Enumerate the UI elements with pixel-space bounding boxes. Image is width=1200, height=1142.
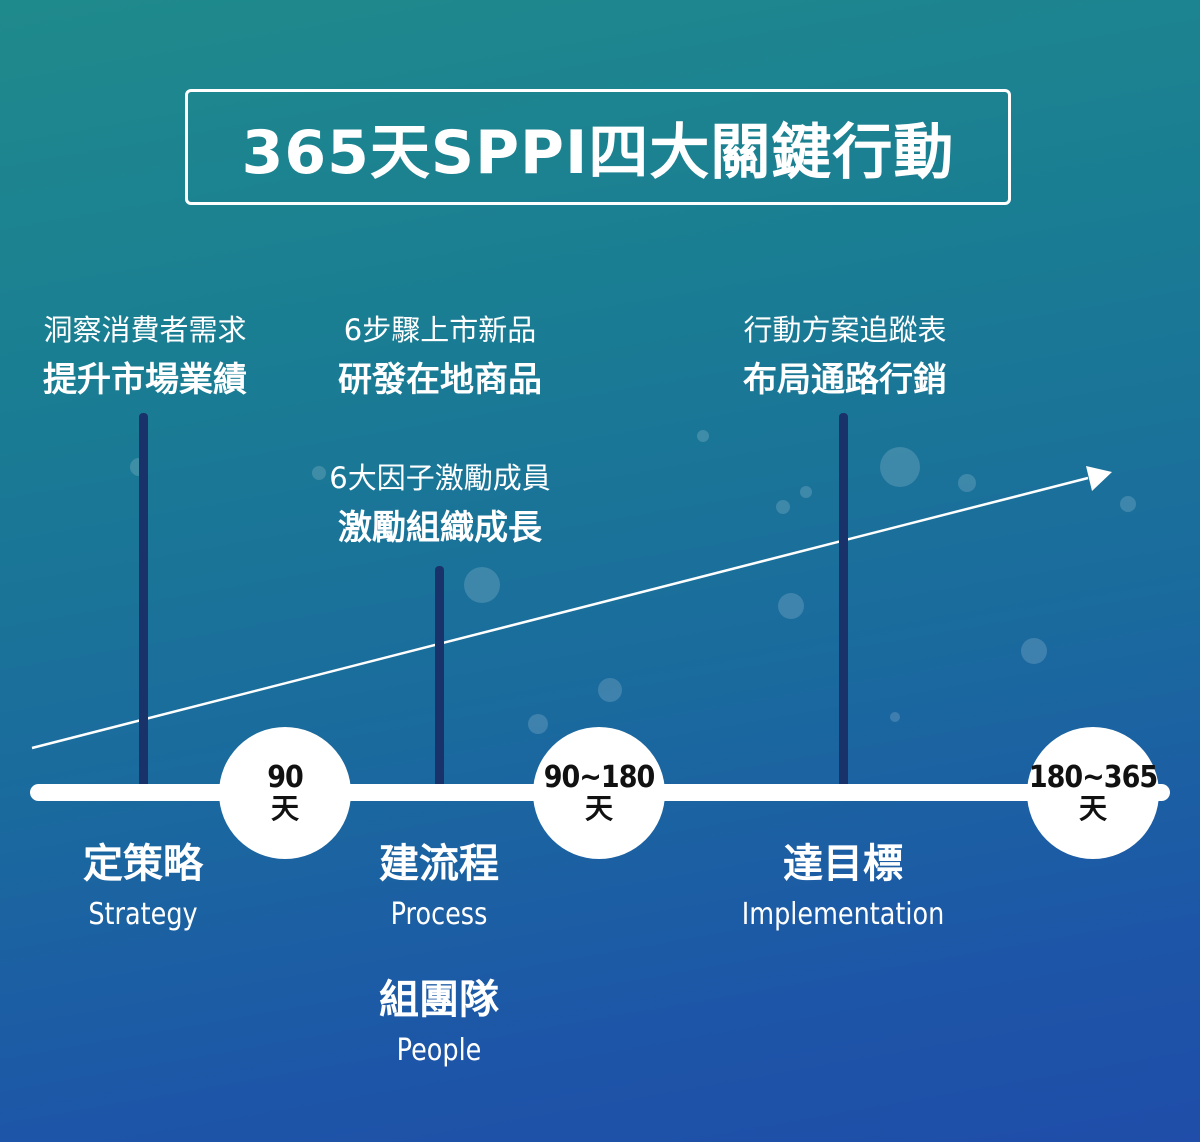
growth-arrow-head xyxy=(1086,466,1112,491)
decor-bubble xyxy=(800,486,812,498)
milestone-unit: 天 xyxy=(270,792,299,825)
page-title: 365天SPPI四大關鍵行動 xyxy=(241,117,955,188)
action-label: 行動方案追蹤表 布局通路行銷 xyxy=(695,308,995,408)
action-main: 激勵組織成長 xyxy=(338,508,542,548)
phase-en: Process xyxy=(390,897,488,932)
action-sub: 6步驟上市新品 xyxy=(343,313,537,347)
action-sub: 6大因子激勵成員 xyxy=(329,461,551,495)
decor-bubble xyxy=(598,678,622,702)
phase-label: 建流程 Process xyxy=(289,838,589,940)
milestone-range: 90~180 xyxy=(543,760,656,795)
phase-zh: 組團隊 xyxy=(379,977,499,1023)
decor-bubble xyxy=(528,714,548,734)
phase-label: 組團隊 People xyxy=(289,974,589,1076)
decor-bubble xyxy=(312,466,326,480)
decor-bubble xyxy=(1120,496,1136,512)
phase-zh: 建流程 xyxy=(379,841,499,887)
decor-bubble xyxy=(880,447,920,487)
growth-arrow-line xyxy=(31,476,1089,750)
decor-bubble xyxy=(778,593,804,619)
action-label: 6大因子激勵成員 激勵組織成長 xyxy=(290,456,590,556)
connector-line-implementation xyxy=(839,413,848,791)
decor-bubble xyxy=(958,474,976,492)
action-sub: 行動方案追蹤表 xyxy=(743,313,947,347)
phase-zh: 達目標 xyxy=(783,841,903,887)
decor-bubble xyxy=(890,712,900,722)
phase-label: 達目標 Implementation xyxy=(693,838,993,940)
milestone-range: 90 xyxy=(267,760,304,795)
action-main: 提升市場業績 xyxy=(43,360,247,400)
action-label: 6步驟上市新品 研發在地商品 xyxy=(290,308,590,408)
phase-label: 定策略 Strategy xyxy=(0,838,293,940)
milestone-unit: 天 xyxy=(1078,792,1107,825)
title-box: 365天SPPI四大關鍵行動 xyxy=(185,89,1011,205)
milestone-circle: 90 天 xyxy=(219,727,351,859)
decor-bubble xyxy=(1021,638,1047,664)
decor-bubble xyxy=(776,500,790,514)
phase-en: People xyxy=(396,1033,482,1068)
decor-bubble xyxy=(464,567,500,603)
decor-bubble xyxy=(697,430,709,442)
action-main: 布局通路行銷 xyxy=(743,360,947,400)
action-sub: 洞察消費者需求 xyxy=(43,313,247,347)
milestone-range: 180~365 xyxy=(1028,760,1158,795)
milestone-unit: 天 xyxy=(584,792,613,825)
milestone-circle: 90~180 天 xyxy=(533,727,665,859)
action-main: 研發在地商品 xyxy=(338,360,542,400)
phase-en: Implementation xyxy=(741,897,945,932)
action-label: 洞察消費者需求 提升市場業績 xyxy=(0,308,290,408)
milestone-circle: 180~365 天 xyxy=(1027,727,1159,859)
connector-line-strategy xyxy=(139,413,148,791)
phase-zh: 定策略 xyxy=(83,841,203,887)
connector-line-process xyxy=(435,566,444,791)
phase-en: Strategy xyxy=(88,897,198,932)
